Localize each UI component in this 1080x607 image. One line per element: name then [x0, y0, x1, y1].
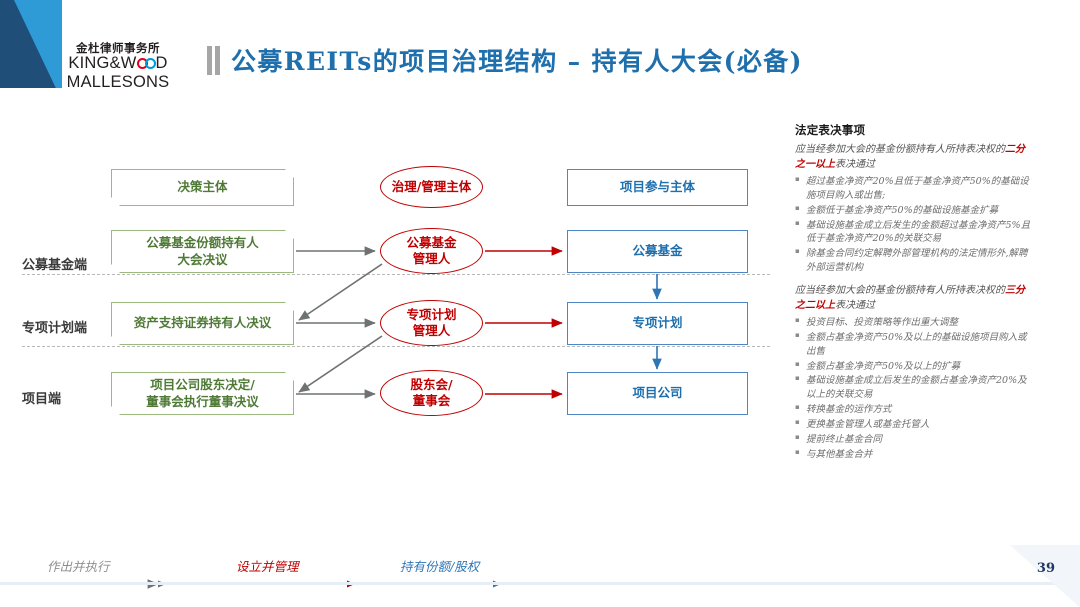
brand-kingwood-text: KING&W [68, 54, 137, 73]
brand-corner-graphic [0, 0, 62, 101]
list-item: 投资目标、投资策略等作出重大调整 [795, 315, 1033, 330]
arrow-fund-manager-to-abs-decision [298, 263, 383, 321]
band-label-abs: 专项计划端 [22, 321, 88, 336]
panel-section1-list: 超过基金净资产20%且低于基金净资产50%的基础设施项目购入或出售; 金额低于基… [795, 174, 1033, 275]
list-item: 基础设施基金成立后发生的金额占基金净资产20%及以上的关联交易 [795, 373, 1033, 402]
brand-name-en-line1: KING&W D [58, 54, 178, 73]
brand-kingwood-tail: D [155, 54, 168, 73]
panel-section2-threshold: 三分之二以上 [795, 285, 1025, 311]
band-label-fund: 公募基金端 [22, 258, 88, 273]
decision-box-project-label: 项目公司股东决定/ 董事会执行董事决议 [146, 377, 259, 409]
participant-box-abs-plan: 专项计划 [567, 302, 748, 345]
governance-ellipse-abs-manager: 专项计划 管理人 [380, 300, 483, 346]
decision-box-fund-label: 公募基金份额持有人 大会决议 [146, 235, 259, 267]
brand-logo: 金杜律师事务所 KING&W D MALLESONS [58, 42, 178, 92]
governance-ellipse-abs-manager-label: 专项计划 管理人 [406, 306, 457, 338]
panel-section1-lead: 应当经参加大会的基金份额持有人所持表决权的二分之一以上表决通过 [795, 143, 1033, 172]
panel-section1-threshold: 二分之一以上 [795, 144, 1025, 170]
footer-rule [0, 582, 1080, 585]
brand-double-o-icon [136, 55, 156, 73]
legend-item-establish: 设立并管理 [236, 556, 356, 595]
header-box-participant: 项目参与主体 [567, 169, 748, 206]
diagram-legend: 作出并执行 设立并管理 持有份额/股权 [0, 556, 790, 604]
list-item: 更换基金管理人或基金托管人 [795, 417, 1033, 432]
diagram-arrow-layer [296, 246, 662, 399]
panel-section1-lead-post: 表决通过 [835, 158, 875, 170]
list-item: 基础设施基金成立后发生的金额超过基金净资产5%且低于基金净资产20%的关联交易 [795, 218, 1033, 247]
decision-box-project: 项目公司股东决定/ 董事会执行董事决议 [111, 372, 294, 415]
list-item: 金额占基金净资产50%及以上的扩募 [795, 359, 1033, 374]
list-item: 除基金合同约定解聘外部管理机构的法定情形外,解聘外部运营机构 [795, 246, 1033, 275]
arrow-abs-manager-to-project-decision [298, 335, 383, 393]
title-accent-bars-icon [207, 45, 220, 75]
decision-box-abs: 资产支持证券持有人决议 [111, 302, 294, 345]
legend-label-establish: 设立并管理 [236, 559, 299, 574]
list-item: 与其他基金合并 [795, 447, 1033, 462]
list-item: 超过基金净资产20%且低于基金净资产50%的基础设施项目购入或出售; [795, 174, 1033, 203]
header-ellipse-governance-label: 治理/管理主体 [391, 178, 472, 194]
participant-box-public-fund: 公募基金 [567, 230, 748, 273]
decision-box-fund: 公募基金份额持有人 大会决议 [111, 230, 294, 273]
legend-label-hold: 持有份额/股权 [400, 559, 480, 574]
panel-section1-lead-pre: 应当经参加大会的基金份额持有人所持表决权的 [795, 144, 1005, 155]
band-label-project: 项目端 [22, 392, 62, 407]
panel-section2-lead-pre: 应当经参加大会的基金份额持有人所持表决权的 [795, 285, 1005, 297]
panel-section2-lead-post: 表决通过 [835, 299, 875, 311]
panel-heading: 法定表决事项 [795, 123, 866, 137]
governance-ellipse-shareholders-label: 股东会/ 董事会 [410, 376, 453, 408]
decision-box-abs-label: 资产支持证券持有人决议 [133, 315, 272, 331]
list-item: 金额占基金净资产50%及以上的基础设施项目购入或出售 [795, 330, 1033, 359]
brand-name-en-line2: MALLESONS [66, 73, 170, 92]
voting-matters-panel: 法定表决事项 应当经参加大会的基金份额持有人所持表决权的二分之一以上表决通过 超… [795, 122, 1033, 471]
page-number: 39 [1036, 561, 1055, 576]
brand-name-cn: 金杜律师事务所 [76, 41, 160, 55]
governance-ellipse-fund-manager: 公募基金 管理人 [380, 228, 483, 274]
band-divider-2 [22, 346, 770, 347]
list-item: 提前终止基金合同 [795, 432, 1033, 447]
legend-label-execute: 作出并执行 [47, 559, 110, 574]
governance-ellipse-shareholders: 股东会/ 董事会 [380, 370, 483, 416]
header-box-decision: 决策主体 [111, 169, 294, 206]
list-item: 金额低于基金净资产50%的基础设施基金扩募 [795, 203, 1033, 218]
panel-section2-lead: 应当经参加大会的基金份额持有人所持表决权的三分之二以上表决通过 [795, 284, 1033, 313]
legend-item-execute: 作出并执行 [47, 556, 167, 595]
slide-title-bar: 公募REITs的项目治理结构 – 持有人大会(必备) [207, 42, 803, 78]
footer-corner-fold [1010, 545, 1080, 607]
list-item: 转换基金的运作方式 [795, 402, 1033, 417]
band-divider-1 [22, 274, 770, 275]
participant-box-project-company: 项目公司 [567, 372, 748, 415]
panel-section2-list: 投资目标、投资策略等作出重大调整 金额占基金净资产50%及以上的基础设施项目购入… [795, 315, 1033, 462]
header-ellipse-governance: 治理/管理主体 [380, 166, 483, 208]
governance-ellipse-fund-manager-label: 公募基金 管理人 [406, 234, 457, 266]
slide-header: 金杜律师事务所 KING&W D MALLESONS 公募REITs的项目治理结构… [0, 0, 1080, 104]
governance-structure-diagram: 公募基金端 专项计划端 项目端 决策主体 治理/管理主体 项目参与主体 公募基金… [0, 104, 790, 554]
page-title: 公募REITs的项目治理结构 – 持有人大会(必备) [231, 47, 803, 76]
legend-item-hold: 持有份额/股权 [400, 556, 502, 595]
